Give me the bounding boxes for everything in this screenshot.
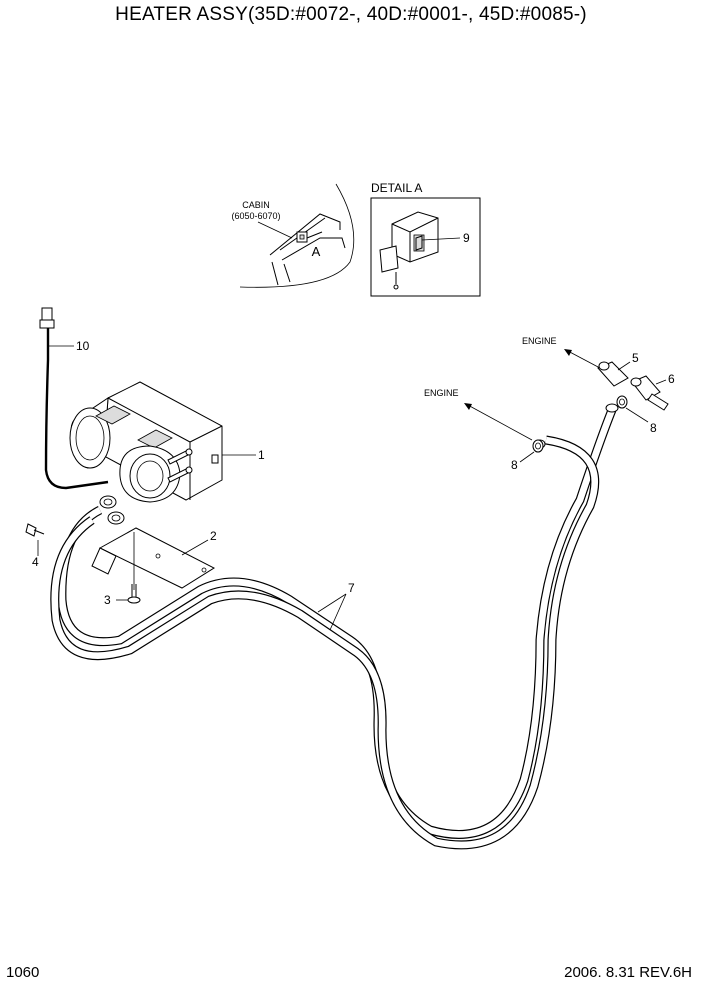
callout-7: 7 (348, 581, 355, 595)
callout-10: 10 (76, 339, 90, 353)
revision-label: 2006. 8.31 REV.6H (564, 964, 692, 981)
callout-1: 1 (258, 448, 265, 462)
callout-9: 9 (463, 231, 470, 245)
callout-2: 2 (210, 529, 217, 543)
engine-label-lower: ENGINE (424, 388, 459, 398)
cabin-label: CABIN (242, 200, 270, 210)
callout-3: 3 (104, 593, 111, 607)
callout-6: 6 (668, 372, 675, 386)
bracket: 2 (91, 527, 217, 589)
callout-4: 4 (32, 555, 39, 569)
engine-fittings: ENGINE 5 6 8 ENGINE 8 (424, 336, 675, 472)
view-marker-a: A (312, 244, 321, 259)
heater-clamps (99, 495, 125, 525)
wire-harness: 10 (39, 307, 109, 490)
engine-label-upper: ENGINE (522, 336, 557, 346)
detail-a-label: DETAIL A (371, 181, 422, 195)
side-bolt: 4 (25, 523, 45, 569)
heater-hoses: 7 (50, 403, 619, 850)
cabin-inset: CABIN (6050-6070) A (231, 183, 355, 288)
page-title: HEATER ASSY(35D:#0072-, 40D:#0001-, 45D:… (115, 4, 587, 25)
detail-a-box: DETAIL A 9 (370, 181, 481, 297)
bolt: 3 (104, 532, 141, 607)
heater-unit: 1 (69, 381, 265, 503)
cabin-range-label: (6050-6070) (231, 211, 280, 221)
callout-5: 5 (632, 351, 639, 365)
callout-8-left: 8 (511, 458, 518, 472)
page-number: 1060 (6, 964, 40, 981)
callout-8-right: 8 (650, 421, 657, 435)
